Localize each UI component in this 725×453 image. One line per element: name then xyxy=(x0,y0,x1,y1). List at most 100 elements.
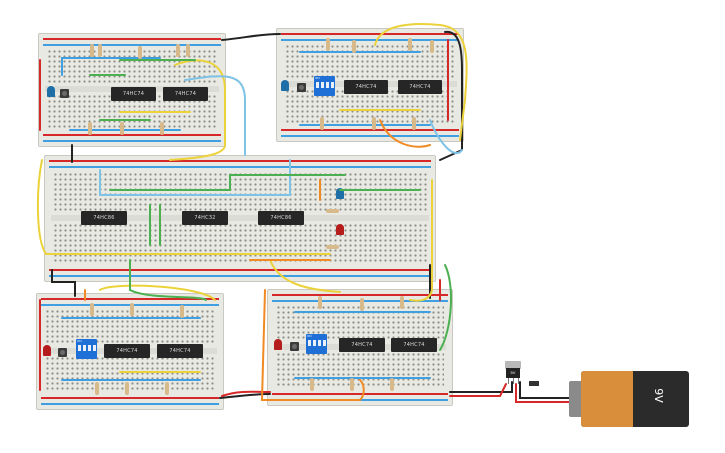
wire-orange xyxy=(379,119,431,148)
wire-lightblue xyxy=(99,159,291,196)
wire-orange xyxy=(260,289,365,401)
resistor xyxy=(125,382,129,395)
resistor xyxy=(326,209,339,213)
battery-copper-band xyxy=(581,371,633,427)
resistor xyxy=(176,44,180,57)
ic-chip: 74HC74 xyxy=(104,344,150,358)
wire-green xyxy=(109,174,346,191)
wire-red xyxy=(449,383,507,397)
ic-chip: 74HC86 xyxy=(81,211,127,225)
resistor xyxy=(160,122,164,135)
dip-switch-lever[interactable] xyxy=(83,345,86,351)
led-red xyxy=(274,339,282,350)
wire-yellow xyxy=(169,59,226,161)
resistor xyxy=(90,44,94,57)
regulator-pin xyxy=(513,378,514,384)
ic-chip: 74HC74 xyxy=(344,80,388,94)
wire-blue xyxy=(61,57,161,76)
dip-switch-lever[interactable] xyxy=(313,340,316,346)
led-red xyxy=(43,345,51,356)
resistor xyxy=(350,378,354,391)
dip-switch-lever[interactable] xyxy=(78,345,81,351)
resistor xyxy=(326,245,339,249)
resistor xyxy=(390,378,394,391)
power-rail-negative xyxy=(49,275,431,277)
push-button xyxy=(290,342,299,351)
hole-grid xyxy=(285,44,455,78)
power-rail-negative xyxy=(281,39,459,41)
ic-chip: 74HC74 xyxy=(391,338,437,352)
ic-chip: 74HC74 xyxy=(157,344,203,358)
power-rail-positive xyxy=(281,33,459,35)
regulator-pin xyxy=(508,378,509,384)
slide-switch[interactable] xyxy=(529,381,539,386)
ic-chip: 74HC74 xyxy=(339,338,385,352)
led-blue xyxy=(47,86,55,97)
wire-yellow xyxy=(269,259,341,293)
power-rail-negative xyxy=(281,135,459,137)
dip-switch-lever[interactable] xyxy=(321,82,324,88)
wire-yellow xyxy=(36,159,331,255)
resistor xyxy=(180,305,184,318)
dip-switch-label: ON xyxy=(77,339,82,343)
center-gutter xyxy=(51,215,429,221)
dip-switch-lever[interactable] xyxy=(308,340,311,346)
dip-switch-label: ON xyxy=(315,76,320,80)
resistor xyxy=(412,117,416,130)
hole-grid xyxy=(276,352,444,388)
breadboard-top-right xyxy=(276,28,464,142)
voltage-regulator: 5V xyxy=(505,361,521,384)
dip-switch: ON xyxy=(314,76,335,96)
power-rail-positive xyxy=(41,397,219,399)
dip-switch: ON xyxy=(306,334,327,354)
ic-chip: 74HC32 xyxy=(182,211,228,225)
hole-grid xyxy=(285,89,455,123)
battery-9v: 9V xyxy=(569,371,689,427)
battery-label: 9V xyxy=(651,388,665,403)
resistor xyxy=(400,296,404,309)
power-rail-positive xyxy=(272,393,448,395)
resistor xyxy=(138,46,142,59)
power-rail-positive xyxy=(272,294,448,296)
wire-black xyxy=(221,33,281,41)
dip-switch-lever[interactable] xyxy=(323,340,326,346)
wire-yellow xyxy=(374,23,468,141)
wire-lightblue xyxy=(429,119,463,155)
resistor xyxy=(90,303,94,316)
ic-chip: 74HC74 xyxy=(398,80,442,94)
ic-chip: 74HC74 xyxy=(111,87,156,101)
power-rail-negative xyxy=(41,403,219,405)
wire-red xyxy=(221,390,271,397)
dip-switch-lever[interactable] xyxy=(88,345,91,351)
resistor xyxy=(120,122,124,135)
resistor xyxy=(310,378,314,391)
power-rail-positive xyxy=(281,129,459,131)
power-rail-negative xyxy=(43,44,221,46)
dip-switch-lever[interactable] xyxy=(93,345,96,351)
wire-red xyxy=(515,383,571,403)
resistor xyxy=(95,382,99,395)
regulator-pin xyxy=(518,378,519,384)
resistor xyxy=(372,117,376,130)
wire-black xyxy=(219,393,271,399)
push-button xyxy=(58,348,67,357)
dip-switch-lever[interactable] xyxy=(318,340,321,346)
power-rail-positive xyxy=(49,269,431,271)
resistor xyxy=(130,303,134,316)
dip-switch-label: ON xyxy=(307,334,312,338)
resistor xyxy=(320,117,324,130)
resistor xyxy=(318,296,322,309)
dip-switch-lever[interactable] xyxy=(316,82,319,88)
dip-switch-lever[interactable] xyxy=(331,82,334,88)
dip-switch: ON xyxy=(76,339,97,359)
wire-green xyxy=(129,259,207,301)
wire-yellow xyxy=(409,179,433,302)
regulator-label: 5V xyxy=(506,368,520,378)
power-rail-positive xyxy=(43,38,221,40)
resistor xyxy=(186,44,190,57)
power-rail-positive xyxy=(41,298,219,300)
hole-grid xyxy=(53,172,427,212)
dip-switch-lever[interactable] xyxy=(326,82,329,88)
led-blue xyxy=(336,188,344,199)
